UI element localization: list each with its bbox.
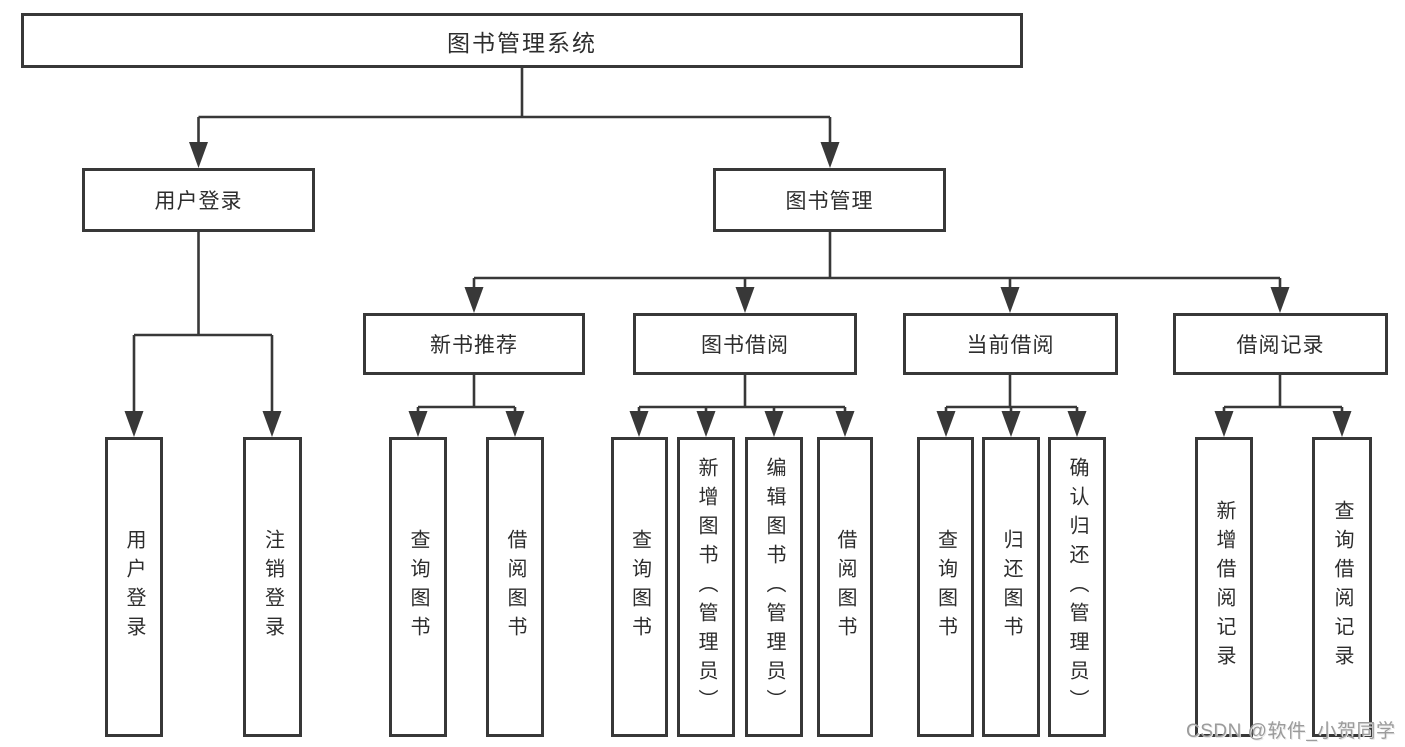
leaf-query-borrow-record-label: 查询借阅记录 <box>1331 500 1353 674</box>
node-library-system: 图书管理系统 <box>21 13 1023 68</box>
leaf-return-books: 归还图书 <box>982 437 1040 737</box>
leaf-add-books-admin-label: 新增图书（管理员） <box>695 456 717 718</box>
node-book-management-label: 图书管理 <box>785 190 874 213</box>
leaf-borrow-books: 借阅图书 <box>817 437 873 737</box>
leaf-confirm-return-admin: 确认归还（管理员） <box>1048 437 1106 737</box>
leaf-edit-books-admin: 编辑图书（管理员） <box>745 437 803 737</box>
leaf-query-books-borrowing-label: 查询图书 <box>628 529 651 645</box>
leaf-user-login-label: 用户登录 <box>123 529 145 645</box>
leaf-query-books-current-label: 查询图书 <box>934 529 957 645</box>
node-library-system-label: 图书管理系统 <box>447 29 597 56</box>
leaf-borrow-books-recommend-label: 借阅图书 <box>504 529 526 645</box>
leaf-logout: 注销登录 <box>243 437 302 737</box>
node-book-borrowing: 图书借阅 <box>633 313 857 375</box>
node-borrowing-records: 借阅记录 <box>1173 313 1388 375</box>
leaf-query-books-borrowing: 查询图书 <box>611 437 668 737</box>
leaf-query-books-recommend-label: 查询图书 <box>407 529 429 645</box>
leaf-edit-books-admin-label: 编辑图书（管理员） <box>763 456 785 718</box>
node-book-borrowing-label: 图书借阅 <box>701 334 789 357</box>
node-borrowing-records-label: 借阅记录 <box>1236 334 1325 357</box>
arrowheads <box>124 142 1352 437</box>
leaf-query-books-recommend: 查询图书 <box>389 437 447 737</box>
leaf-borrow-books-label: 借阅图书 <box>834 529 856 645</box>
leaf-add-borrow-record-label: 新增借阅记录 <box>1213 500 1235 674</box>
node-book-management: 图书管理 <box>713 168 946 232</box>
node-user-login-module-label: 用户登录 <box>154 190 243 213</box>
leaf-confirm-return-admin-label: 确认归还（管理员） <box>1066 456 1088 718</box>
leaf-query-borrow-record: 查询借阅记录 <box>1312 437 1372 737</box>
leaf-logout-label: 注销登录 <box>261 529 284 645</box>
leaf-borrow-books-recommend: 借阅图书 <box>486 437 544 737</box>
node-current-borrowing: 当前借阅 <box>903 313 1118 375</box>
leaf-return-books-label: 归还图书 <box>1000 529 1022 645</box>
leaf-add-borrow-record: 新增借阅记录 <box>1195 437 1253 737</box>
node-new-book-recommendation: 新书推荐 <box>363 313 585 375</box>
leaf-add-books-admin: 新增图书（管理员） <box>677 437 735 737</box>
node-new-book-recommendation-label: 新书推荐 <box>430 334 518 357</box>
leaf-user-login: 用户登录 <box>105 437 163 737</box>
csdn-watermark: CSDN @软件_小贺同学 <box>1186 721 1396 742</box>
node-user-login-module: 用户登录 <box>82 168 315 232</box>
leaf-query-books-current: 查询图书 <box>917 437 974 737</box>
node-current-borrowing-label: 当前借阅 <box>966 334 1055 357</box>
